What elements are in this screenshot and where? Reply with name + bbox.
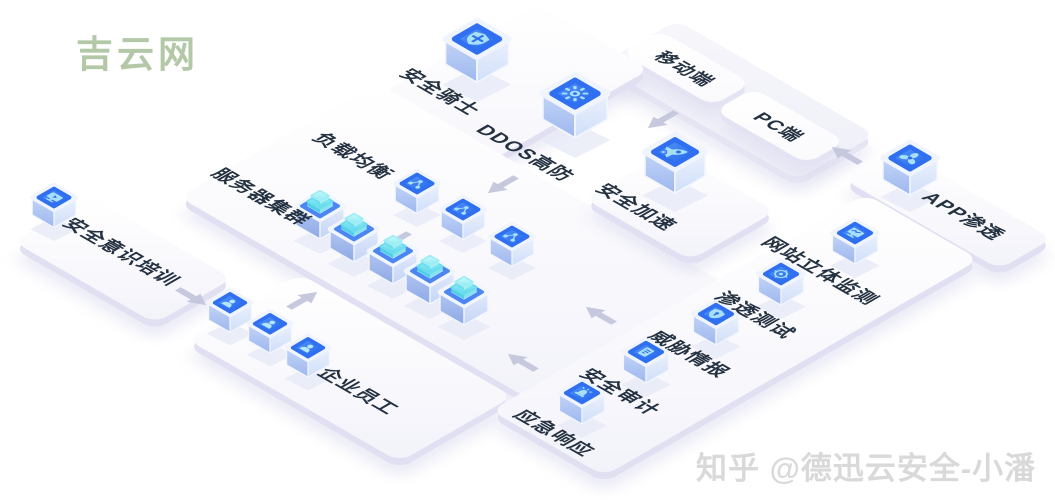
cube-ddos-protection — [532, 70, 618, 160]
server-stack-icon — [438, 277, 491, 340]
brand-watermark: 吉云网 — [76, 34, 199, 75]
credit-watermark: 知乎 @德迅云安全-小潘 — [696, 451, 1037, 486]
cube-load-balancing — [483, 221, 541, 282]
cube-server-stack — [432, 275, 496, 342]
